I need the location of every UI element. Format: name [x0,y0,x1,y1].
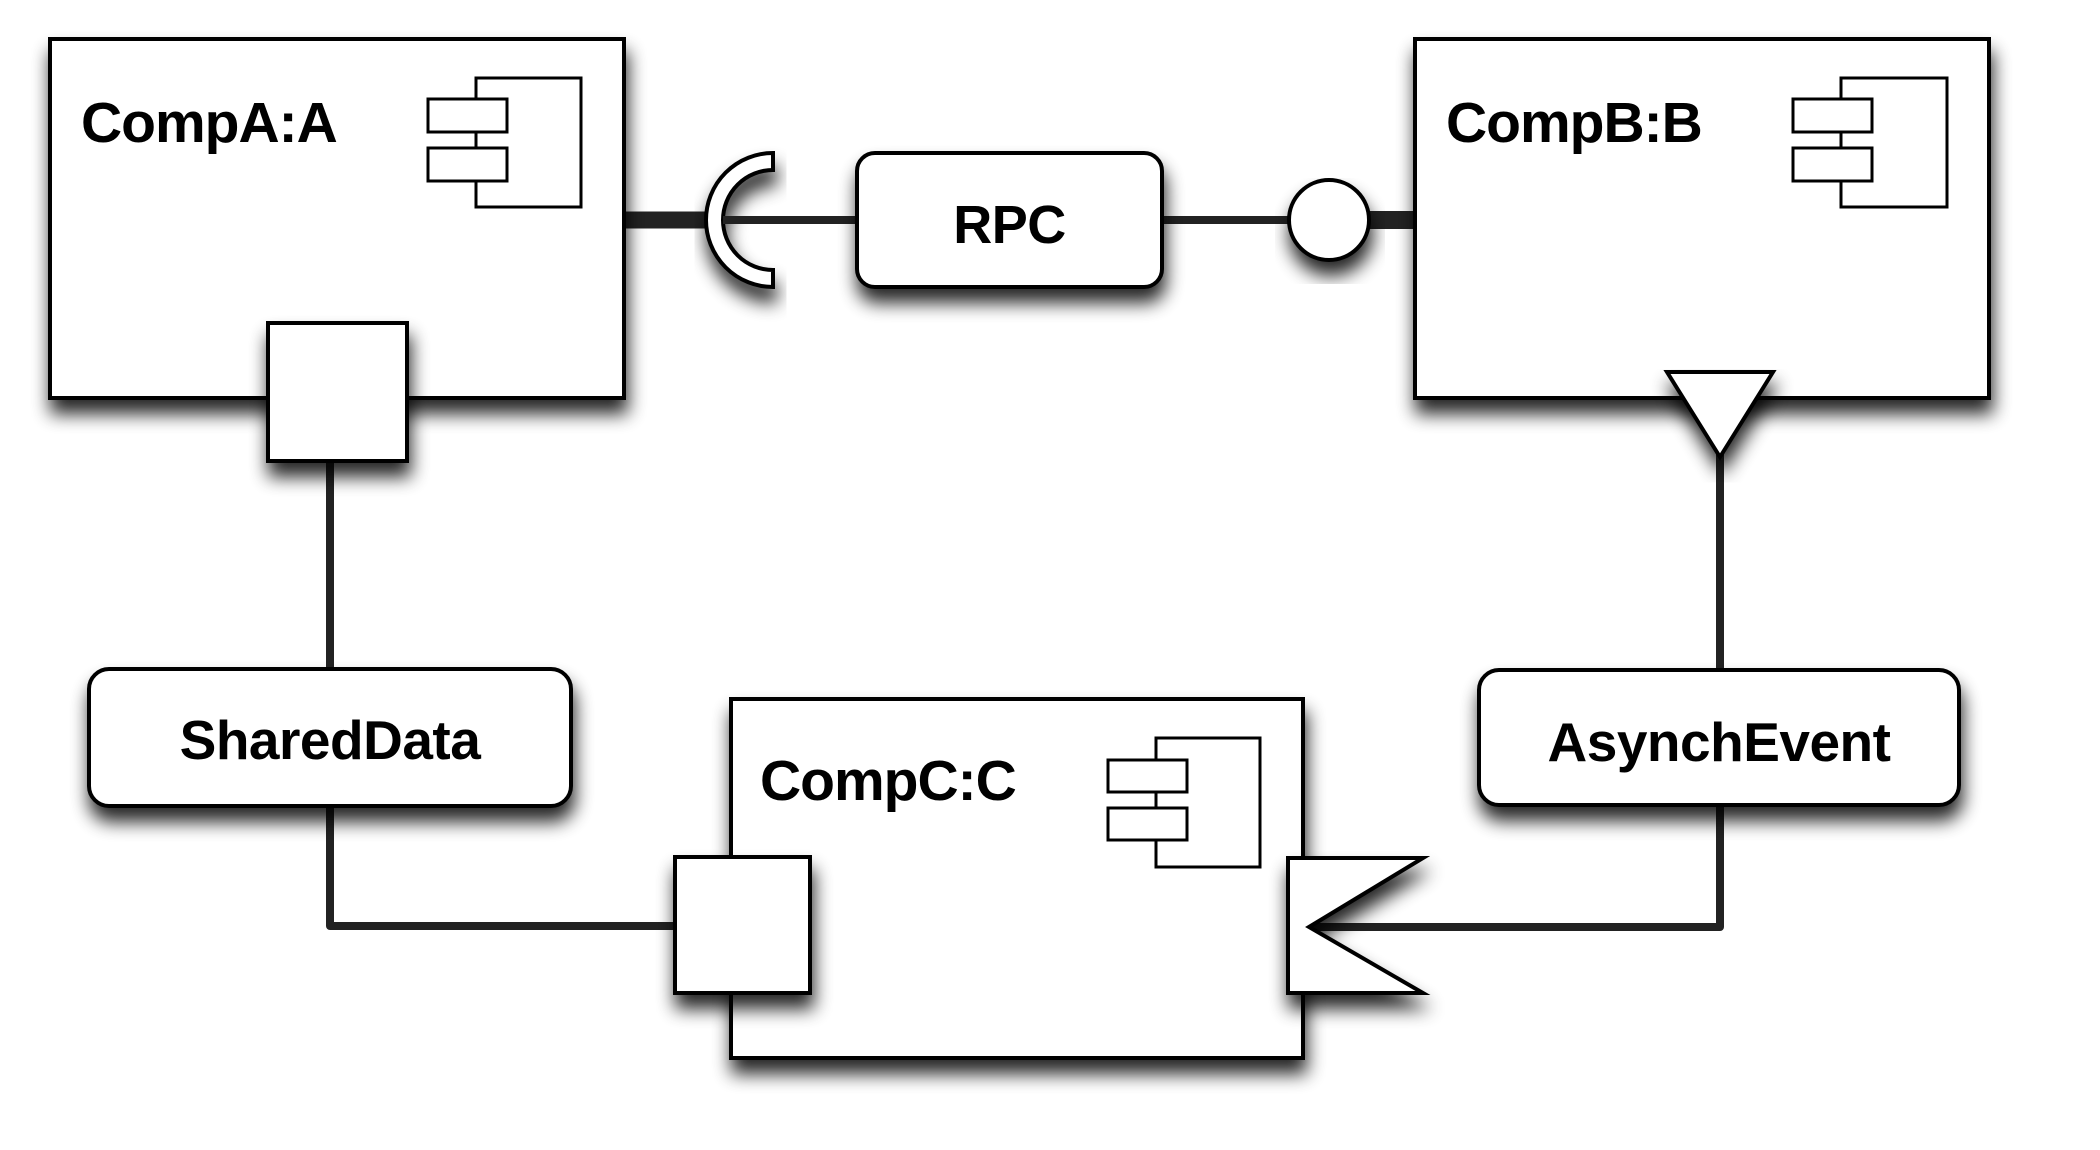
component-compC[interactable]: CompC:C [729,697,1305,1060]
ports [266,150,1777,995]
connector-label: RPC [953,195,1066,255]
components: CompA:A CompB:B CompC:C [48,37,1991,1060]
connector-shared-data[interactable]: SharedData [87,667,573,808]
connector-box[interactable] [1477,668,1961,807]
connector-box[interactable] [87,667,573,808]
component-icon [1791,76,1949,209]
connector-asynch-event[interactable]: AsynchEvent [1477,668,1961,807]
wire-asynch-to-flag [1305,801,1724,931]
component-label: CompA:A [81,91,337,155]
provided-interface-lollipop-icon[interactable] [1287,178,1371,262]
component-label: CompB:B [1446,91,1702,155]
connector-boxes: RPC SharedData AsynchEvent [87,151,1961,808]
port-compC-left[interactable] [673,855,812,995]
required-interface-socket-icon[interactable] [704,150,775,290]
wire-shareddata-to-portC [326,802,679,930]
connector-label: SharedData [180,709,482,771]
component-label: CompC:C [760,749,1016,813]
send-event-triangle-icon[interactable] [1663,370,1777,461]
receive-event-flag-icon[interactable] [1286,856,1431,995]
component-icon [1106,736,1262,869]
component-icon [426,76,583,209]
port-compA-bottom[interactable] [266,321,409,463]
connector-label: AsynchEvent [1548,711,1891,773]
component-compB[interactable]: CompB:B [1413,37,1991,400]
connector-box[interactable] [855,151,1164,289]
connector-rpc[interactable]: RPC [855,151,1164,289]
